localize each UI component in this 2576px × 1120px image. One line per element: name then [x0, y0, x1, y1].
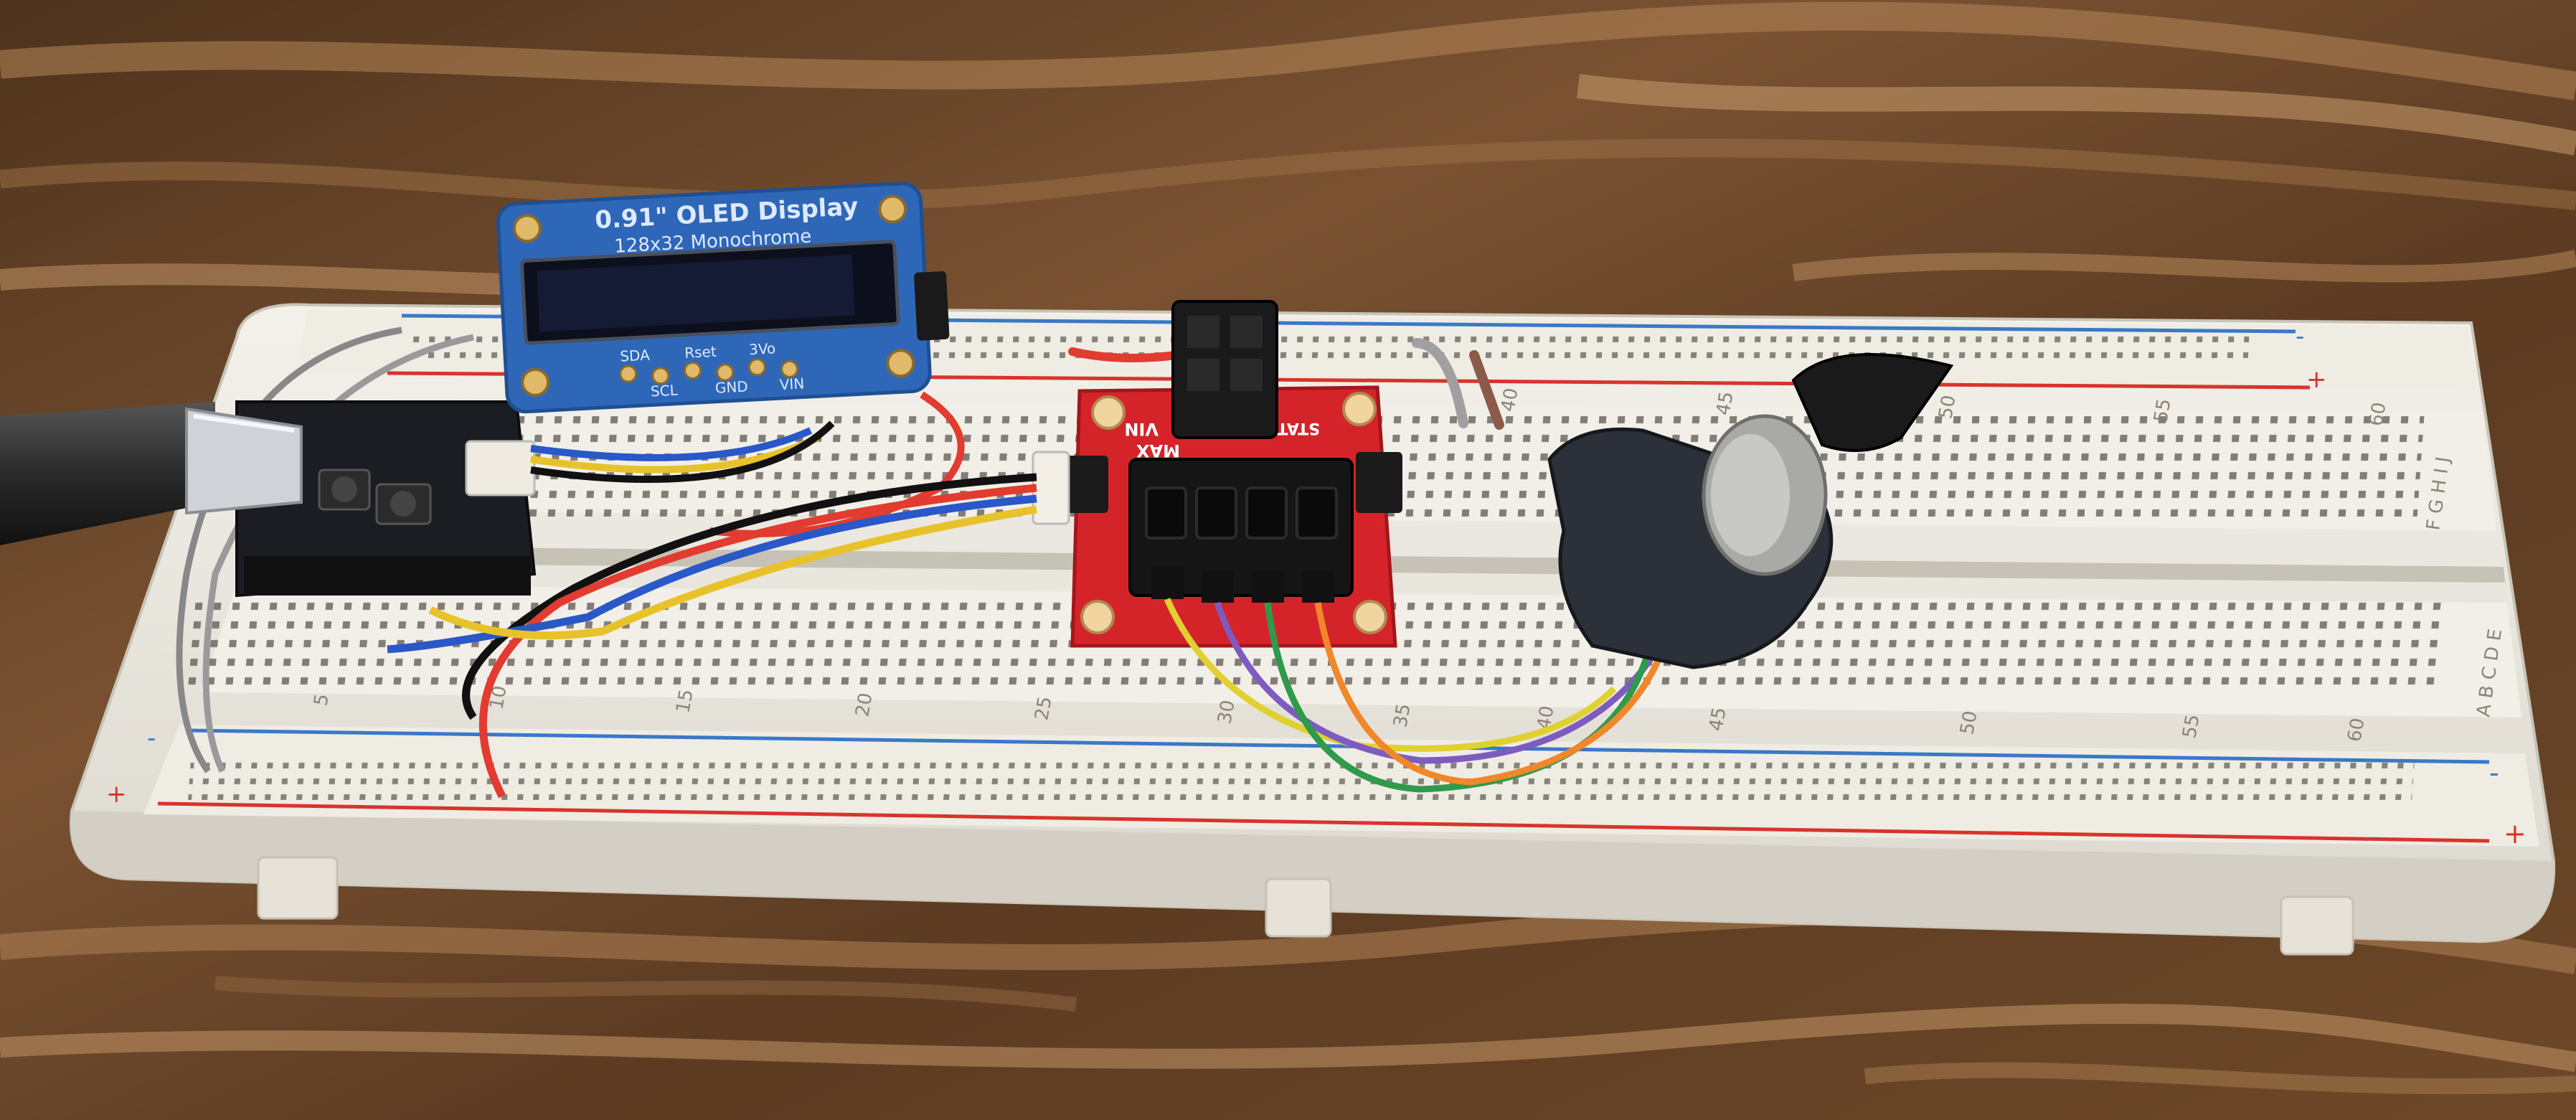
terminal-wire-entries — [1151, 567, 1334, 603]
column-number: 60 — [2344, 716, 2369, 743]
column-number: 5 — [310, 692, 333, 708]
top-column-numbers: 40 45 50 55 60 — [1497, 386, 2390, 428]
motor-shaft-flag — [1791, 353, 1954, 452]
brown-jumper-wire — [1469, 350, 1504, 430]
bottom-rail-blue-line — [186, 728, 2490, 764]
long-blue-wire — [387, 494, 1037, 654]
pin-label-rset: Rset — [684, 343, 717, 362]
column-number: 35 — [1390, 702, 1415, 729]
breadboard-foot — [1265, 877, 1332, 938]
header-pins — [244, 556, 531, 596]
column-number: 55 — [2150, 397, 2175, 424]
column-number: 20 — [851, 691, 877, 718]
driver-label-stat: STAT — [1278, 419, 1320, 437]
oled-pin-pads — [619, 358, 799, 385]
column-number: 50 — [1935, 393, 1960, 420]
column-number: 45 — [1705, 705, 1730, 733]
long-yellow-wire — [428, 505, 1037, 640]
white-jst-connector — [465, 440, 536, 497]
bottom-rail-holes — [188, 761, 2415, 800]
microcontroller-board — [235, 400, 537, 598]
grey-wire-left-2 — [202, 334, 474, 773]
rail-minus-left: - — [147, 724, 156, 753]
driver-jst-right — [1356, 452, 1402, 513]
oled-display-board: 0.91" OLED Display 128x32 Monochrome SDA… — [496, 182, 950, 414]
qwiic-black-wire — [530, 420, 835, 484]
grey-jumper-wire — [1412, 338, 1468, 428]
driver-jst-left — [1065, 456, 1108, 513]
pin-label-sda: SDA — [620, 347, 651, 365]
column-number: 15 — [672, 687, 697, 715]
rail-plus-top: + — [2306, 365, 2327, 394]
motor-driver-board: VIN MAX STAT — [1032, 385, 1402, 648]
pin-label-scl: SCL — [650, 382, 679, 400]
long-black-wire — [462, 473, 1037, 720]
usb-c-cable — [0, 402, 303, 545]
rail-minus-bottom: - — [2489, 757, 2499, 789]
driver-label-vin: VIN — [1124, 419, 1159, 439]
oled-pin-labels: SDA Rset 3Vo SCL GND VIN — [620, 339, 805, 400]
oled-connector — [914, 271, 950, 341]
bottom-rail-red-line — [157, 801, 2490, 843]
rail-minus-top: - — [2296, 322, 2304, 351]
column-number: 55 — [2179, 712, 2204, 740]
grey-wire-left-1 — [176, 326, 402, 773]
column-number: 30 — [1214, 698, 1239, 725]
white-jst-plug — [1032, 451, 1070, 525]
column-number: 60 — [2365, 400, 2390, 428]
column-number: 40 — [1497, 386, 1522, 413]
screw-terminals — [1145, 486, 1338, 540]
breadboard-foot — [257, 856, 339, 920]
pin-label-vin: VIN — [779, 375, 805, 393]
red-short-wire — [1068, 347, 1181, 362]
qwiic-blue-wire — [530, 427, 813, 461]
driver-label-max: MAX — [1136, 441, 1180, 461]
pin-label-gnd: GND — [714, 377, 748, 396]
column-number: 50 — [1956, 709, 1981, 736]
stepper-motor-assembly — [1547, 353, 1954, 669]
bottom-column-numbers: 5 10 15 20 25 30 35 40 45 50 55 60 — [310, 684, 2369, 743]
black-header-connector — [1171, 300, 1278, 439]
pin-label-3vo: 3Vo — [748, 339, 775, 358]
column-number: 45 — [1712, 390, 1737, 417]
long-red-wire — [478, 484, 1037, 799]
breadboard-foot — [2280, 895, 2354, 956]
column-number: 25 — [1031, 695, 1056, 722]
breadboard-front-edge — [70, 811, 2554, 942]
rail-plus-left: + — [106, 780, 127, 809]
rail-plus-bottom: + — [2504, 818, 2527, 850]
